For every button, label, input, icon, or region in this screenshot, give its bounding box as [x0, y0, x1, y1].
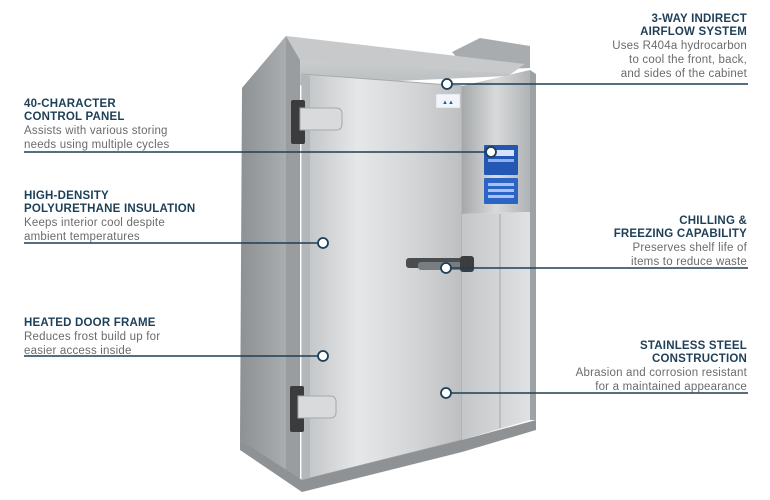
feature-control-panel-title-line1: 40-CHARACTER	[24, 98, 116, 110]
feature-stainless-desc-line1: Abrasion and corrosion resistant	[575, 367, 747, 379]
feature-insulation-desc-line1: Keeps interior cool despite	[24, 217, 165, 229]
door-edge	[302, 74, 310, 480]
feature-stainless: STAINLESS STEEL CONSTRUCTION Abrasion an…	[507, 340, 747, 394]
marker-dot-insulation	[317, 237, 329, 249]
feature-control-panel-title-line2: CONTROL PANEL	[24, 111, 125, 123]
cabinet-left-side	[240, 36, 300, 485]
marker-dot-door-frame	[317, 350, 329, 362]
marker-dot-control-panel	[485, 146, 497, 158]
feature-airflow: 3-WAY INDIRECT AIRFLOW SYSTEM Uses R404a…	[507, 13, 747, 81]
feature-chilling: CHILLING & FREEZING CAPABILITY Preserves…	[507, 215, 747, 269]
feature-control-panel: 40-CHARACTER CONTROL PANEL Assists with …	[24, 98, 284, 152]
feature-airflow-title-line2: AIRFLOW SYSTEM	[640, 26, 747, 38]
feature-chilling-desc-line1: Preserves shelf life of	[632, 242, 747, 254]
feature-control-panel-desc-line1: Assists with various storing	[24, 125, 168, 137]
feature-stainless-title-line2: CONSTRUCTION	[651, 353, 747, 365]
feature-chilling-title-line2: FREEZING CAPABILITY	[613, 228, 747, 240]
feature-door-frame-title-line1: HEATED DOOR FRAME	[24, 317, 156, 329]
feature-airflow-desc-line2: to cool the front, back,	[629, 54, 747, 66]
feature-door-frame-desc-line1: Reduces frost build up for	[24, 331, 161, 343]
marker-dot-airflow	[441, 78, 453, 90]
cabinet-frame-top	[286, 36, 525, 74]
feature-chilling-desc-line2: items to reduce waste	[630, 256, 747, 268]
feature-chilling-title-line1: CHILLING &	[679, 215, 747, 227]
marker-dot-stainless	[440, 387, 452, 399]
feature-door-frame: HEATED DOOR FRAME Reduces frost build up…	[24, 317, 284, 358]
marker-dot-chilling	[440, 262, 452, 274]
top-hinge-plate	[299, 107, 343, 131]
feature-insulation-desc-line2: ambient temperatures	[24, 231, 140, 243]
feature-stainless-desc-line2: for a maintained appearance	[595, 381, 747, 393]
feature-insulation-title-line2: POLYURETHANE INSULATION	[24, 203, 196, 215]
feature-airflow-title-line1: 3-WAY INDIRECT	[651, 13, 747, 25]
feature-door-frame-desc-line2: easier access inside	[24, 345, 132, 357]
feature-airflow-desc-line1: Uses R404a hydrocarbon	[612, 40, 747, 52]
feature-insulation-title-line1: HIGH-DENSITY	[24, 190, 109, 202]
feature-insulation: HIGH-DENSITY POLYURETHANE INSULATION Kee…	[24, 190, 284, 244]
feature-airflow-desc-line3: and sides of the cabinet	[620, 68, 747, 80]
brand-badge	[435, 93, 461, 109]
cabinet-frame-left	[286, 36, 300, 485]
brand-badge-mark: ▲▲	[442, 100, 454, 106]
feature-stainless-title-line1: STAINLESS STEEL	[640, 340, 747, 352]
right-lower-panel	[462, 212, 530, 440]
cabinet-frame-right	[530, 70, 536, 420]
bottom-hinge-plate	[297, 395, 337, 419]
feature-control-panel-desc-line2: needs using multiple cycles	[24, 139, 170, 151]
